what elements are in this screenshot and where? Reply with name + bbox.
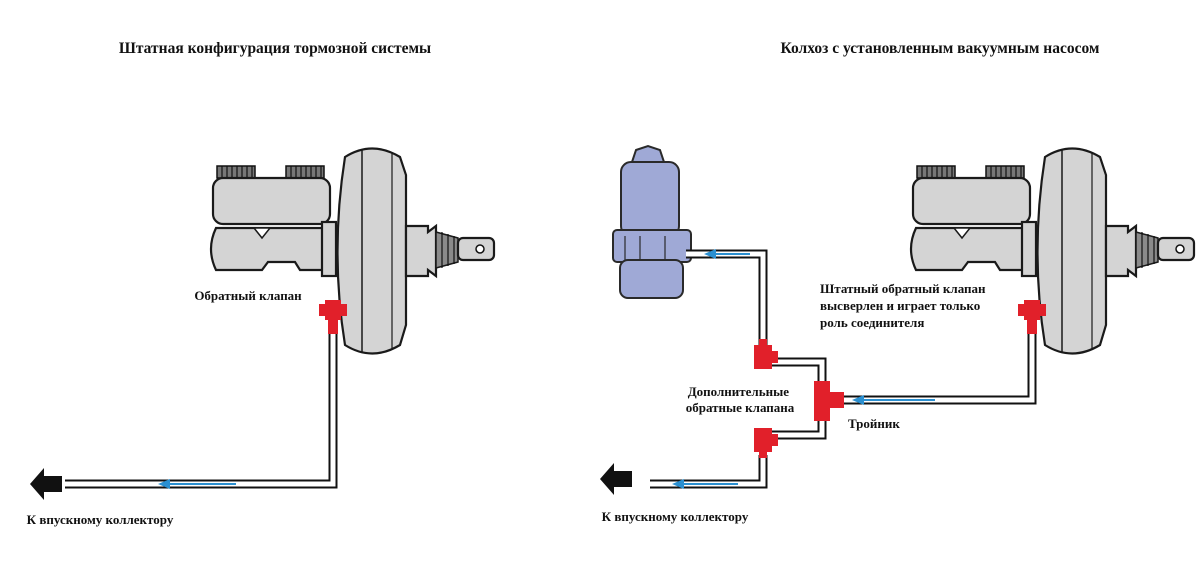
right-flow-arrow-tee	[852, 395, 935, 405]
upper-extra-check-valve	[754, 339, 778, 369]
tee-fitting	[814, 381, 844, 421]
left-title: Штатная конфигурация тормозной системы	[119, 40, 431, 57]
left-vacuum-line	[65, 330, 338, 489]
extra-valves-label-line-1: Дополнительные	[688, 384, 790, 399]
stock-valve-label-line-3: роль соединителя	[820, 315, 924, 330]
extra-valves-label-line-2: обратные клапана	[686, 400, 795, 415]
left-manifold-label: К впускному коллектору	[27, 512, 174, 527]
right-title: Колхоз с установленным вакуумным насосом	[781, 40, 1100, 57]
left-flow-arrow	[158, 479, 236, 489]
right-manifold-arrow-icon	[600, 463, 632, 495]
tee-label: Тройник	[848, 416, 900, 431]
left-booster	[211, 149, 494, 354]
right-booster	[911, 149, 1194, 354]
lower-extra-check-valve	[754, 428, 778, 458]
stock-valve-label-line-1: Штатный обратный клапан	[820, 281, 986, 296]
left-manifold-arrow-icon	[30, 468, 62, 500]
right-manifold-label: К впускному коллектору	[602, 509, 749, 524]
stock-valve-label: Штатный обратный клапан высверлен и игра…	[820, 281, 989, 330]
vacuum-pump	[612, 144, 692, 299]
check-valve-label: Обратный клапан	[194, 288, 302, 303]
extra-valves-label: Дополнительные обратные клапана	[686, 384, 795, 415]
stock-valve-label-line-2: высверлен и играет только	[820, 298, 980, 313]
right-flow-arrow-pump	[704, 249, 750, 259]
right-flow-arrow-manifold	[672, 479, 738, 489]
